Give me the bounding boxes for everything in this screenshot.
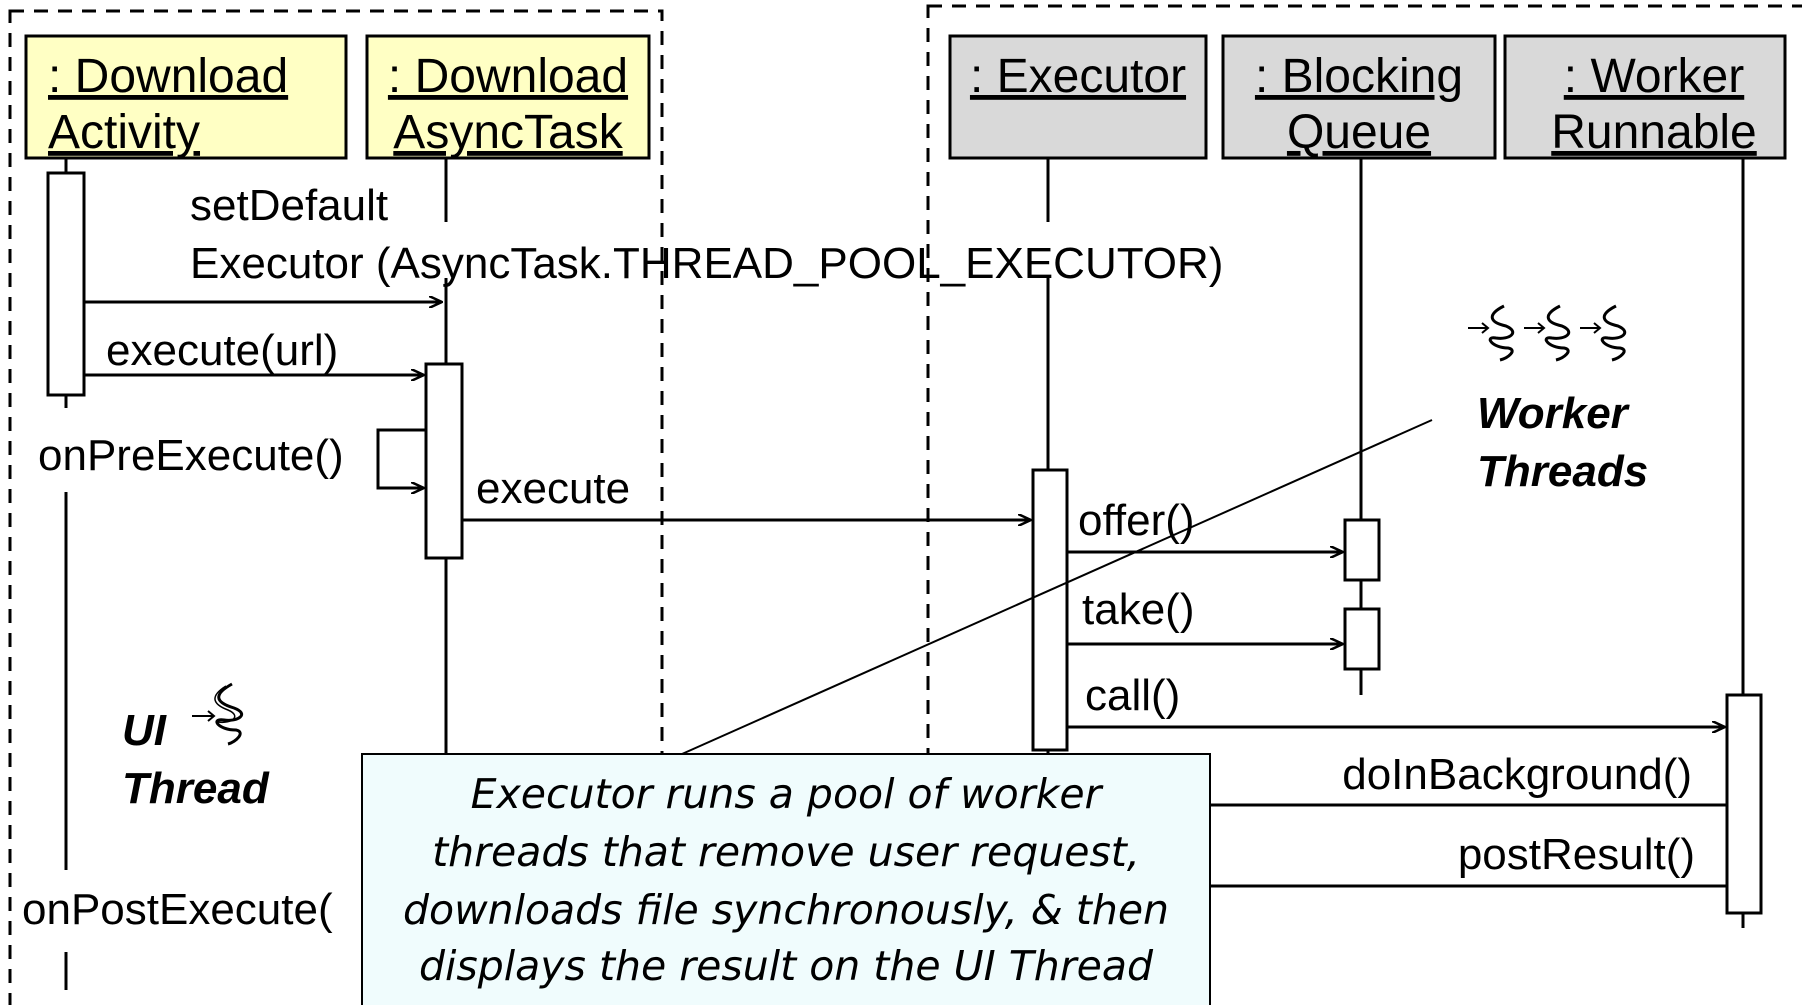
callout-note-line1: Executor runs a pool of worker (471, 770, 1104, 818)
label-gap-executor (1036, 222, 1062, 278)
thread-icon (192, 682, 244, 746)
activation-executor (1031, 468, 1069, 752)
activation-blocking-queue-offer (1343, 518, 1381, 582)
ui-thread-label: UI Thread (122, 706, 270, 813)
object-label-line2: Activity (48, 106, 200, 159)
message-label-post-result: postResult() (1458, 830, 1695, 879)
message-label-do-in-background: doInBackground() (1342, 750, 1692, 799)
activation-download-activity (46, 171, 86, 397)
message-label-execute: execute (476, 464, 630, 513)
thread-icon (1524, 304, 1571, 362)
worker-threads-label-line1: Worker (1477, 389, 1631, 438)
object-label-line2: Runnable (1551, 106, 1757, 159)
callout-pointer (681, 419, 1433, 755)
callout-note-line4: displays the result on the UI Thread (419, 942, 1154, 990)
label-gap-activity-pre (52, 408, 80, 492)
callout-note: Executor runs a pool of worker threads t… (361, 753, 1211, 1005)
object-blocking-queue: : Blocking Queue (1221, 34, 1497, 160)
object-worker-runnable: : Worker Runnable (1503, 34, 1787, 160)
message-label-offer: offer() (1078, 496, 1195, 545)
object-label-line1: : Download (48, 50, 288, 103)
activation-blocking-queue-take (1343, 607, 1381, 671)
message-label-on-post-execute: onPostExecute( (22, 885, 333, 934)
message-label-set-default-line2: Executor (AsyncTask.THREAD_POOL_EXECUTOR… (190, 239, 1223, 288)
callout-note-line3: downloads file synchronously, & then (403, 886, 1169, 934)
label-gap-asynctask (434, 222, 460, 278)
object-label-line1: : Executor (970, 50, 1186, 103)
object-label-line1: : Blocking (1255, 50, 1463, 103)
ui-thread-frame (8, 9, 664, 1005)
worker-thread-frame (926, 4, 1802, 1005)
message-label-call: call() (1085, 671, 1180, 720)
ui-thread-label-line1: UI (122, 706, 167, 755)
object-label-line2: AsyncTask (393, 106, 623, 159)
thread-icon (1580, 304, 1627, 362)
ui-thread-label-line2: Thread (122, 764, 270, 813)
object-label-line2: Queue (1287, 106, 1431, 159)
activation-download-asynctask (424, 362, 464, 560)
callout-note-line2: threads that remove user request, (432, 828, 1140, 876)
worker-threads-label: Worker Threads (1477, 389, 1648, 496)
worker-threads-label-line2: Threads (1477, 447, 1648, 496)
object-download-asynctask: : Download AsyncTask (365, 34, 651, 160)
object-download-activity: : Download Activity (24, 34, 348, 160)
message-label-execute-url: execute(url) (106, 326, 338, 375)
activation-worker-runnable (1725, 693, 1763, 915)
thread-icon (1468, 304, 1515, 362)
message-arrow-on-pre-execute (376, 428, 426, 488)
label-gap-activity-post (52, 870, 80, 952)
object-executor: : Executor (948, 34, 1208, 160)
message-label-set-default-line1: setDefault (190, 181, 388, 230)
object-label-line1: : Download (388, 50, 628, 103)
message-label-take: take() (1082, 585, 1194, 634)
message-label-on-pre-execute: onPreExecute() (38, 431, 344, 480)
object-label-line1: : Worker (1564, 50, 1744, 103)
